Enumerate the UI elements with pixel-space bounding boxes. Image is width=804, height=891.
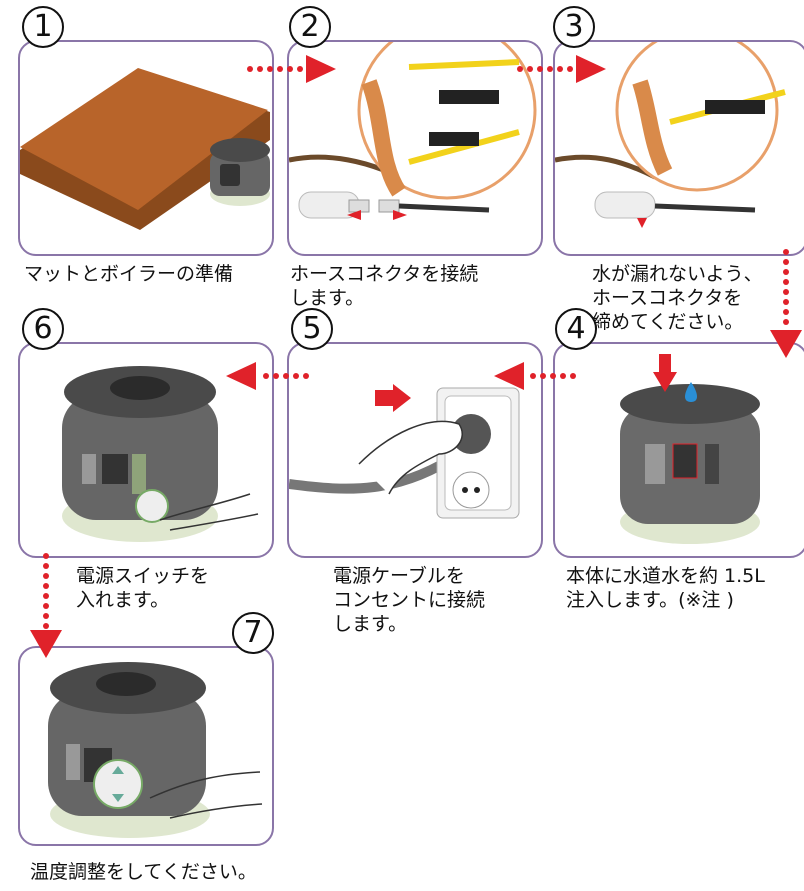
step-1-number: 1 [22, 6, 64, 48]
step-2-number: 2 [289, 6, 331, 48]
step-3-number: 3 [553, 6, 595, 48]
step-2-panel [287, 40, 543, 256]
hose-connector-connect-illustration [289, 42, 537, 220]
step-6-panel [18, 342, 274, 558]
hose-connector-tighten-illustration [555, 42, 786, 228]
step-7-caption: 温度調整をしてください。 [30, 861, 257, 883]
step-4-caption: 本体に水道水を約 1.5L 注入します。(※注 ) [566, 565, 765, 611]
step-7-panel [18, 646, 274, 846]
step-3-panel [553, 40, 804, 256]
step-2-caption: ホースコネクタを接続 します。 [290, 263, 479, 309]
step-6-number: 6 [22, 308, 64, 350]
temperature-adjust-illustration [48, 662, 263, 838]
step-5-caption: 電源ケーブルを コンセントに接続 します。 [333, 565, 486, 635]
mat-and-boiler-illustration [20, 68, 270, 230]
step-7-number: 7 [232, 612, 274, 654]
step-5-number: 5 [291, 308, 333, 350]
step-3-caption: 水が漏れないよう、 ホースコネクタを 締めてください。 [592, 263, 763, 333]
step-1-caption: マットとボイラーの準備 [24, 263, 234, 285]
step-1-panel [18, 40, 274, 256]
power-switch-illustration [62, 366, 259, 542]
step-4-number: 4 [555, 308, 597, 350]
step-5-panel [287, 342, 543, 558]
plug-into-outlet-illustration [289, 384, 520, 519]
boiler-fill-water-illustration [620, 354, 760, 544]
step-6-caption: 電源スイッチを 入れます。 [76, 565, 210, 611]
step-4-panel [553, 342, 804, 558]
arrow-6-to-7 [30, 553, 62, 658]
